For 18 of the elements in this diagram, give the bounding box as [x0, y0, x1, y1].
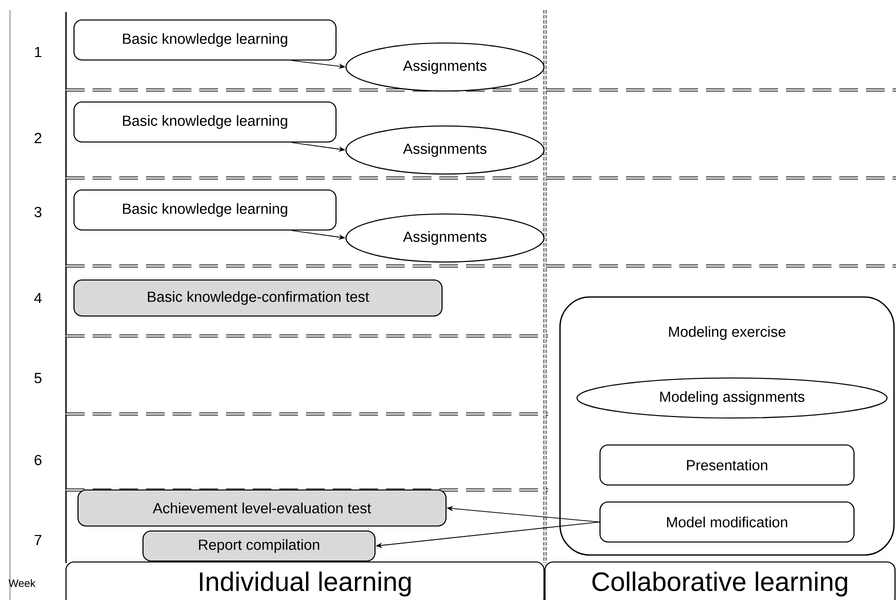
axis-label: Week [8, 579, 36, 587]
week-number: 6 [34, 454, 42, 466]
week-number: 3 [34, 206, 42, 218]
process-box: Presentation [599, 444, 855, 486]
week-number: 2 [34, 132, 42, 144]
column-header: Collaborative learning [544, 561, 896, 600]
column-header: Individual learning [65, 561, 545, 600]
process-box: Basic knowledge learning [73, 101, 337, 143]
process-box: Basic knowledge learning [73, 189, 337, 231]
week-number: 7 [34, 534, 42, 546]
process-box: Model modification [599, 501, 855, 543]
process-box: Basic knowledge learning [73, 19, 337, 61]
week-number: 4 [34, 292, 42, 304]
test-box: Report compilation [142, 530, 376, 562]
test-box: Achievement level-evaluation test [77, 489, 447, 527]
week-number: 5 [34, 372, 42, 384]
test-box: Basic knowledge-confirmation test [73, 279, 443, 317]
week-number: 1 [35, 46, 42, 58]
